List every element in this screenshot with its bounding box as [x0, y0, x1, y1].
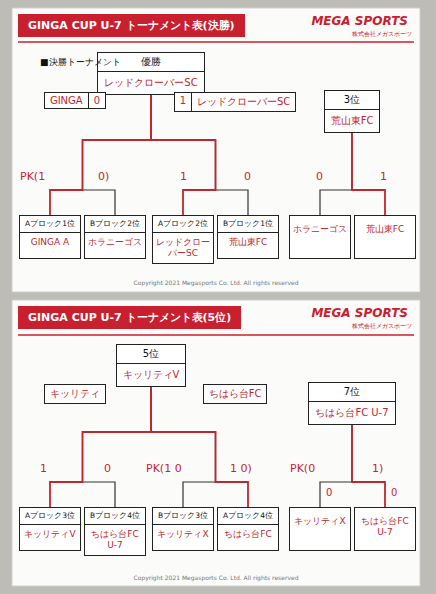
- team-name: 荒山東FC: [325, 110, 380, 132]
- bracket-line: [320, 425, 352, 507]
- score: 0): [98, 170, 109, 183]
- team-name: ちはら台FC U-7: [355, 508, 415, 546]
- team-name: キッリティV: [117, 364, 186, 386]
- score: 1: [180, 170, 187, 183]
- box-heading: Bブロック4位: [85, 508, 145, 525]
- score: 0: [326, 487, 332, 498]
- team-name: ちはら台FC U-7: [85, 525, 145, 555]
- tournament-sheet: GINGA CUP U-7 トーナメント表(決勝)MEGA SPORTS優勝レッ…: [12, 8, 420, 292]
- rank-box: 7位ちはら台FC U-7: [308, 382, 395, 425]
- score: 1 0): [230, 462, 252, 475]
- rank-box: 5位キッリティV: [116, 344, 187, 387]
- rank-box: 3位荒山東FC: [324, 90, 381, 133]
- bracket-line: [151, 95, 216, 215]
- header-rule: [18, 334, 414, 336]
- team-name: GINGA A: [20, 233, 80, 252]
- header-rule: [18, 41, 414, 43]
- score-box: 1レッドクローバーSC: [174, 92, 297, 112]
- team-box: ホラニーゴス: [289, 215, 351, 259]
- box-heading: Bブロック1位: [218, 216, 278, 233]
- score-box: キッリティ: [44, 384, 106, 404]
- box-heading: 1: [175, 93, 191, 111]
- bracket-line: [320, 133, 352, 215]
- team-name: レッドクローバーSC: [191, 93, 295, 111]
- box-heading: 5位: [117, 345, 186, 364]
- team-box: キッリティX: [289, 507, 351, 551]
- logo-subtitle: 株式会社メガスポーツ: [352, 322, 412, 331]
- paper-sheet: [12, 300, 420, 586]
- team-name: ちはら台FC: [204, 385, 267, 403]
- box-heading: 3位: [325, 91, 380, 110]
- score-box: GINGA0: [44, 92, 106, 109]
- score: 0: [104, 462, 111, 475]
- team-name: キッリティ: [45, 385, 105, 403]
- score: PK(0: [290, 462, 315, 475]
- copyright: Copyright 2021 Megasports Co. Ltd. All r…: [134, 574, 299, 581]
- team-name: ちはら台FC: [218, 525, 278, 544]
- score: 0: [391, 487, 397, 498]
- team-box: Bブロック4位ちはら台FC U-7: [84, 507, 146, 556]
- bracket-line: [151, 387, 248, 507]
- sheet-title: GINGA CUP U-7 トーナメント表(決勝): [18, 14, 245, 37]
- bracket-line: [83, 387, 152, 507]
- team-name: ちはら台FC U-7: [309, 402, 394, 424]
- team-box: ちはら台FC U-7: [354, 507, 416, 551]
- box-heading: GINGA: [45, 93, 88, 108]
- team-name: レッドクローバーSC: [153, 233, 213, 263]
- team-name: 荒山東FC: [355, 216, 415, 243]
- bracket-line: [151, 387, 216, 507]
- logo-subtitle: 株式会社メガスポーツ: [352, 30, 412, 39]
- score: 0: [244, 170, 251, 183]
- team-box: Aブロック4位ちはら台FC: [217, 507, 279, 551]
- team-name: 荒山東FC: [218, 233, 278, 252]
- bracket-line: [50, 387, 151, 507]
- team-name: 0: [88, 93, 105, 108]
- section-heading: ■決勝トーナメント: [40, 56, 121, 69]
- score: 1: [380, 170, 387, 183]
- team-box: Aブロック3位キッリティV: [19, 507, 81, 551]
- bracket-line: [50, 95, 151, 215]
- box-heading: Aブロック2位: [153, 216, 213, 233]
- score: 0: [316, 170, 323, 183]
- team-name: レッドクローバーSC: [98, 72, 203, 94]
- score: 1): [372, 462, 383, 475]
- box-heading: Aブロック3位: [20, 508, 80, 525]
- team-name: ホラニーゴス: [85, 233, 145, 252]
- bracket-line: [151, 95, 248, 215]
- box-heading: Aブロック1位: [20, 216, 80, 233]
- team-name: キッリティX: [153, 525, 213, 544]
- score: 1: [40, 462, 47, 475]
- score: PK(1 0: [146, 462, 182, 475]
- team-box: Bブロック3位キッリティX: [152, 507, 214, 551]
- bracket-line: [352, 425, 385, 507]
- team-box: Aブロック2位レッドクローバーSC: [152, 215, 214, 264]
- brand-logo: MEGA SPORTS: [311, 14, 408, 28]
- team-name: ホラニーゴス: [290, 216, 350, 243]
- team-box: 荒山東FC: [354, 215, 416, 259]
- copyright: Copyright 2021 Megasports Co. Ltd. All r…: [134, 279, 299, 286]
- team-box: Bブロック1位荒山東FC: [217, 215, 279, 259]
- bracket-line: [83, 95, 152, 215]
- brand-logo: MEGA SPORTS: [311, 306, 408, 320]
- paper-sheet: [12, 8, 420, 292]
- tournament-sheet: GINGA CUP U-7 トーナメント表(5位)MEGA SPORTS5位キッ…: [12, 300, 420, 586]
- score-box: ちはら台FC: [203, 384, 268, 404]
- box-heading: Aブロック4位: [218, 508, 278, 525]
- box-heading: 7位: [309, 383, 394, 402]
- team-name: キッリティV: [20, 525, 80, 544]
- score: PK(1: [20, 170, 45, 183]
- team-name: キッリティX: [290, 508, 350, 535]
- box-heading: Bブロック2位: [85, 216, 145, 233]
- box-heading: Bブロック3位: [153, 508, 213, 525]
- team-box: Bブロック2位ホラニーゴス: [84, 215, 146, 259]
- team-box: Aブロック1位GINGA A: [19, 215, 81, 259]
- sheet-title: GINGA CUP U-7 トーナメント表(5位): [18, 306, 241, 329]
